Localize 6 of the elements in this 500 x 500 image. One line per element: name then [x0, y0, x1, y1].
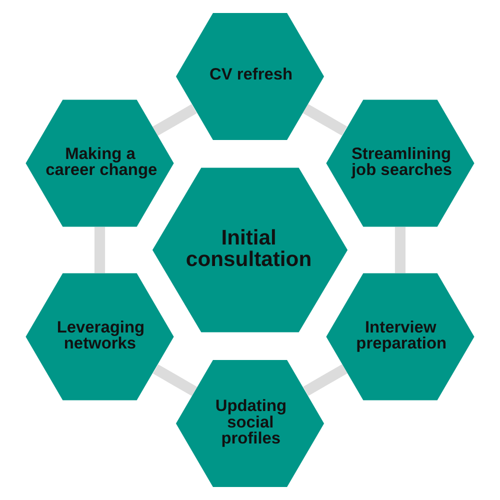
- connector: [303, 364, 348, 396]
- connector: [302, 104, 348, 136]
- connector: [152, 104, 197, 136]
- connector: [152, 364, 198, 396]
- connector: [394, 226, 406, 274]
- connector: [94, 226, 106, 274]
